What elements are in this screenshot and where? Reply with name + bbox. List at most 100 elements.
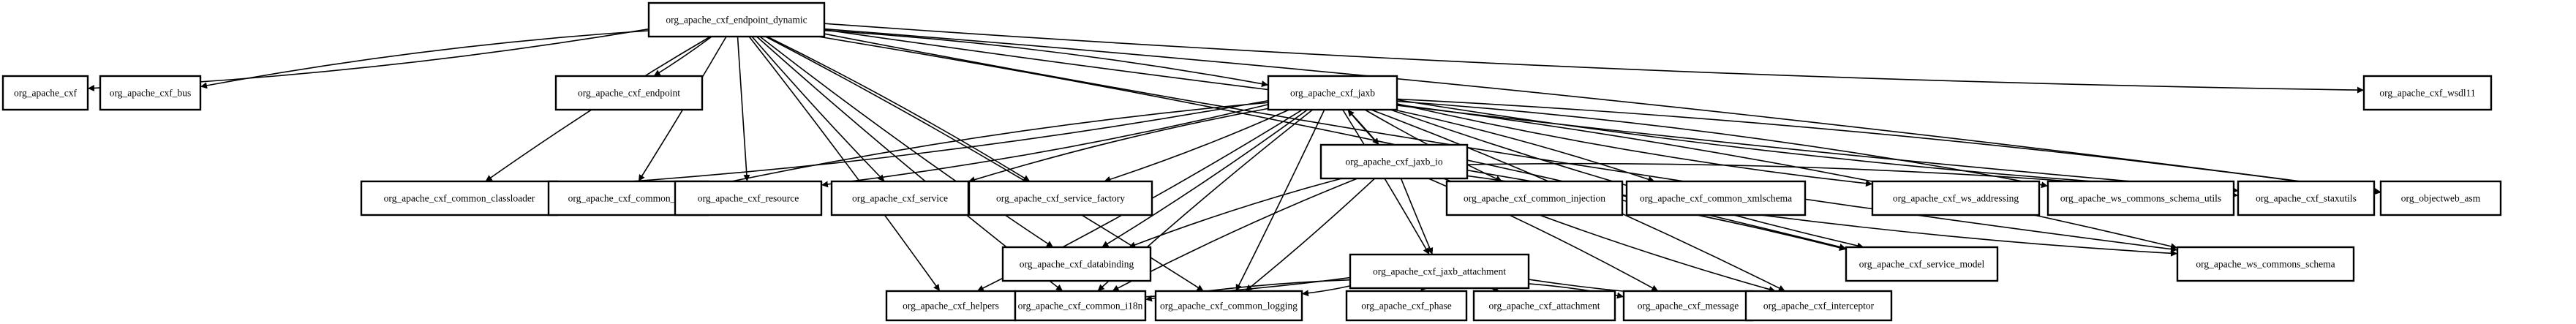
node-label: org_apache_cxf_common_classloader	[384, 193, 535, 204]
node-common-i18n[interactable]: org_apache_cxf_common_i18n	[1014, 290, 1147, 322]
node-label: org_apache_cxf_attachment	[1489, 301, 1600, 312]
node-label: org_apache_cxf_ws_addressing	[1893, 193, 2019, 204]
node-ws-commons-schema-utils[interactable]: org_apache_ws_commons_schema_utils	[2046, 180, 2235, 216]
edge-line	[751, 36, 885, 182]
edge-endpoint_dynamic-to-databinding	[759, 36, 1054, 248]
node-box	[2046, 180, 2235, 216]
edge-jaxb-to-resource	[821, 104, 1269, 188]
node-jaxb-attachment[interactable]: org_apache_cxf_jaxb_attachment	[1349, 253, 1530, 290]
node-resource[interactable]: org_apache_cxf_resource	[674, 180, 823, 216]
node-label: org_objectweb_asm	[2401, 193, 2481, 204]
node-box	[1345, 290, 1468, 322]
node-helpers[interactable]: org_apache_cxf_helpers	[885, 290, 1017, 322]
edge-line	[1104, 109, 1289, 183]
node-endpoint-dynamic[interactable]: org_apache_cxf_endpoint_dynamic	[647, 1, 826, 38]
node-box	[2362, 75, 2493, 111]
node-box	[1319, 143, 1469, 180]
node-label: org_apache_ws_commons_schema	[2196, 259, 2335, 270]
node-label: org_apache_cxf_service_factory	[996, 193, 1125, 204]
node-service-factory[interactable]: org_apache_cxf_service_factory	[968, 180, 1153, 216]
edge-jaxb-to-jaxb_attachment	[1342, 109, 1430, 255]
node-message[interactable]: org_apache_cxf_message	[1622, 290, 1754, 322]
edge-endpoint_dynamic-to-ws_commons_schema	[824, 33, 2178, 253]
node-staxutils[interactable]: org_apache_cxf_staxutils	[2237, 180, 2376, 216]
node-label: org_apache_cxf_bus	[110, 88, 191, 99]
node-endpoint[interactable]: org_apache_cxf_endpoint	[554, 75, 704, 111]
node-label: org_apache_cxf_wsdl11	[2379, 88, 2475, 99]
node-box	[1154, 290, 1303, 322]
edge-line	[1393, 109, 1655, 183]
edge-line	[1396, 100, 2049, 189]
node-objectweb-asm[interactable]: org_objectweb_asm	[2379, 180, 2502, 216]
node-common-injection[interactable]: org_apache_cxf_common_injection	[1445, 180, 1624, 216]
edge-jaxb_io-to-databinding	[1129, 178, 1342, 248]
edge-line	[1245, 178, 1376, 292]
node-label: org_apache_cxf_common_logging	[1160, 301, 1298, 312]
node-bus[interactable]: org_apache_cxf_bus	[99, 75, 202, 111]
edge-line	[824, 33, 2178, 253]
edge-jaxb-to-service_factory	[1104, 109, 1289, 183]
node-jaxb-io[interactable]: org_apache_cxf_jaxb_io	[1319, 143, 1469, 180]
edge-line	[1129, 178, 1342, 248]
node-label: org_apache_cxf_service_model	[1859, 259, 1985, 270]
edge-jaxb-to-ws_commons_schema	[1396, 104, 2178, 250]
edge-line	[748, 36, 941, 292]
node-databinding[interactable]: org_apache_cxf_databinding	[1001, 246, 1152, 282]
node-phase[interactable]: org_apache_cxf_phase	[1345, 290, 1468, 322]
edge-line	[1342, 109, 1430, 255]
node-jaxb[interactable]: org_apache_cxf_jaxb	[1267, 75, 1398, 111]
node-common-logging[interactable]: org_apache_cxf_common_logging	[1154, 290, 1303, 322]
node-wsdl11[interactable]: org_apache_cxf_wsdl11	[2362, 75, 2493, 111]
node-service-model[interactable]: org_apache_cxf_service_model	[1845, 246, 1999, 282]
node-label: org_apache_cxf_common_injection	[1464, 193, 1605, 204]
node-box	[1625, 180, 1807, 216]
edge-jaxb-to-service	[968, 108, 1269, 183]
edge-line	[557, 99, 1269, 189]
node-box	[647, 1, 826, 38]
node-box	[1001, 246, 1152, 282]
edge-jaxb-to-common_classloader	[557, 99, 1269, 189]
node-label: org_apache_cxf_common_i18n	[1018, 301, 1143, 312]
node-box	[2379, 180, 2502, 216]
node-box	[674, 180, 823, 216]
edge-endpoint_dynamic-to-endpoint	[653, 36, 712, 77]
node-box	[554, 75, 704, 111]
node-box	[968, 180, 1153, 216]
edge-endpoint_dynamic-to-service	[751, 36, 885, 182]
edge-line	[968, 108, 1269, 183]
node-service[interactable]: org_apache_cxf_service	[830, 180, 970, 216]
node-box	[360, 180, 559, 216]
edge-line	[707, 102, 1269, 189]
node-common-xmlschema[interactable]: org_apache_cxf_common_xmlschema	[1625, 180, 1807, 216]
node-cxf[interactable]: org_apache_cxf	[1, 75, 89, 111]
node-label: org_apache_cxf_helpers	[903, 301, 999, 312]
node-interceptor[interactable]: org_apache_cxf_interceptor	[1744, 290, 1893, 322]
node-box	[1445, 180, 1624, 216]
edge-endpoint_dynamic-to-wsdl11	[824, 23, 2365, 94]
node-label: org_apache_cxf_databinding	[1020, 259, 1134, 270]
node-ws-addressing[interactable]: org_apache_cxf_ws_addressing	[1871, 180, 2041, 216]
edge-line	[824, 28, 2381, 195]
node-box	[1267, 75, 1398, 111]
edge-jaxb-to-ws_addressing	[1396, 103, 1873, 187]
edge-line	[1101, 109, 1308, 248]
edge-line	[1396, 98, 2381, 195]
edge-line	[653, 36, 712, 77]
edge-line	[1301, 285, 1351, 297]
node-box	[1472, 290, 1616, 322]
edge-endpoint_dynamic-to-resource	[737, 36, 750, 182]
edge-line	[1396, 103, 1873, 187]
node-label: org_apache_cxf_endpoint	[578, 88, 680, 99]
node-label: org_apache_cxf_message	[1638, 301, 1739, 312]
node-common-classloader[interactable]: org_apache_cxf_common_classloader	[360, 180, 559, 216]
node-label: org_apache_cxf_common_util	[568, 193, 689, 204]
edges	[87, 23, 2381, 305]
node-label: org_apache_cxf_jaxb_attachment	[1373, 266, 1506, 277]
node-ws-commons-schema[interactable]: org_apache_ws_commons_schema	[2176, 246, 2355, 282]
edge-line	[1396, 104, 2178, 250]
node-box	[99, 75, 202, 111]
node-attachment[interactable]: org_apache_cxf_attachment	[1472, 290, 1616, 322]
edge-endpoint_dynamic-to-objectweb_asm	[824, 28, 2381, 195]
node-box	[1014, 290, 1147, 322]
